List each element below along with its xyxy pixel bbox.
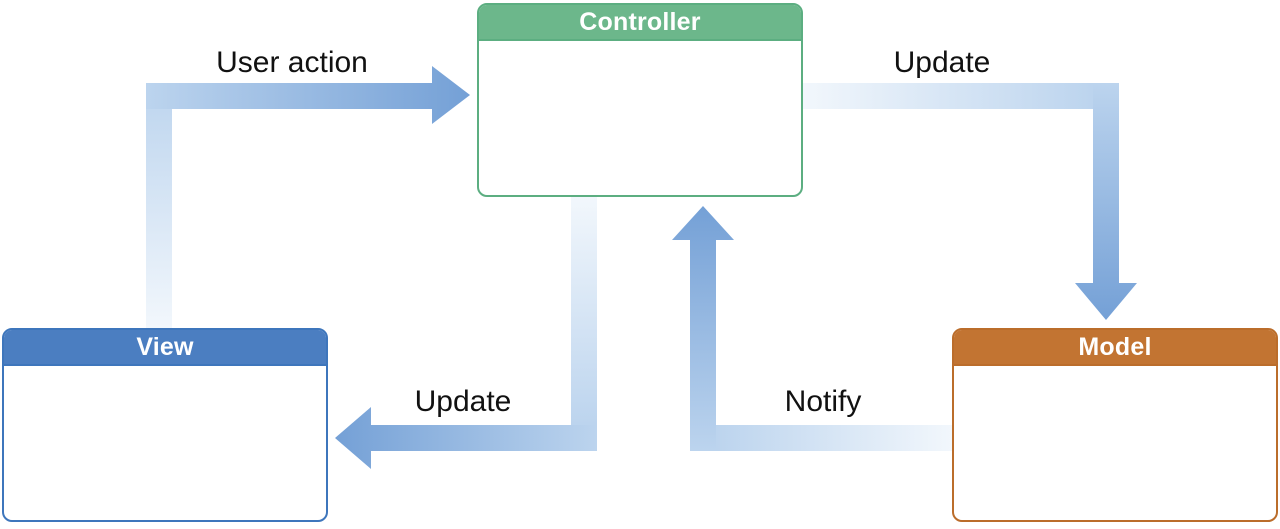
arrow-notify-head-icon (672, 206, 734, 451)
controller-box: Controller (477, 3, 803, 197)
update-model-label: Update (893, 46, 991, 79)
update-view-label: Update (414, 385, 512, 418)
model-box-header: Model (954, 330, 1276, 366)
arrow-user-action-head-icon (146, 66, 470, 124)
arrow-user-action (146, 66, 470, 328)
arrow-update-model-head-icon (1075, 83, 1137, 320)
arrow-update-model-tail (803, 83, 1093, 109)
arrow-update-view-tail (571, 197, 597, 425)
view-box: View (2, 328, 328, 522)
controller-box-title: Controller (579, 7, 701, 36)
model-box-title: Model (1078, 332, 1152, 361)
arrow-notify (672, 206, 952, 451)
arrow-update-view (335, 197, 597, 469)
arrow-update-model (803, 83, 1137, 320)
notify-label: Notify (784, 385, 862, 418)
view-box-header: View (4, 330, 326, 366)
controller-box-header: Controller (479, 5, 801, 41)
model-box: Model (952, 328, 1278, 522)
view-box-title: View (136, 332, 194, 361)
user-action-label: User action (216, 46, 368, 79)
arrow-notify-tail (716, 425, 952, 451)
arrow-update-view-head-icon (335, 407, 597, 469)
arrow-user-action-tail (146, 109, 172, 328)
